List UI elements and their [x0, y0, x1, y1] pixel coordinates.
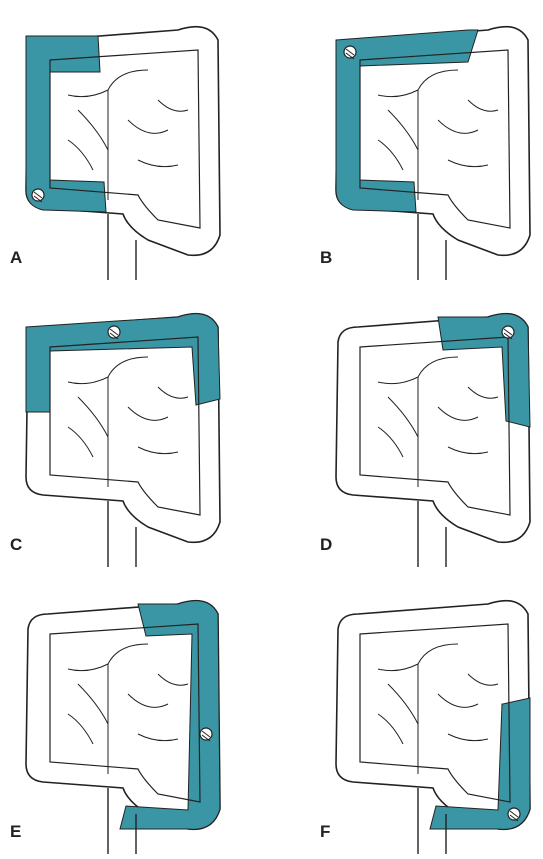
clamp-marker-icon: [508, 808, 520, 821]
panel-label: F: [320, 822, 330, 842]
panel-c: C: [8, 287, 268, 567]
colon-outline: [336, 314, 530, 543]
panel-label: E: [10, 822, 21, 842]
clamp-marker-icon: [32, 189, 44, 202]
colon-illustration: [318, 287, 543, 567]
clamp-marker-icon: [344, 46, 356, 59]
panel-b: B: [318, 0, 543, 280]
colon-illustration: [8, 0, 268, 280]
panel-d: D: [318, 287, 543, 567]
colon-illustration: [318, 574, 543, 854]
colon-illustration: [318, 0, 543, 280]
colon-illustration: [8, 574, 268, 854]
panel-a: A: [8, 0, 268, 280]
clamp-marker-icon: [200, 728, 212, 741]
colon-illustration: [8, 287, 268, 567]
panel-e: E: [8, 574, 268, 854]
panel-label: D: [320, 535, 332, 555]
panel-f: F: [318, 574, 543, 854]
panel-label: B: [320, 248, 332, 268]
panel-label: C: [10, 535, 22, 555]
clamp-marker-icon: [108, 326, 120, 339]
clamp-marker-icon: [502, 326, 514, 339]
panel-label: A: [10, 248, 22, 268]
